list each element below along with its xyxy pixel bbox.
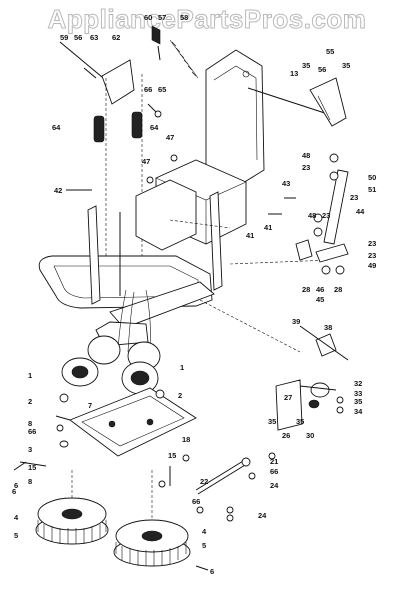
handle-assembly — [205, 49, 349, 245]
callout-label: 23 — [368, 239, 376, 248]
callout-label: 26 — [282, 431, 290, 440]
callout-label: 8 — [28, 419, 32, 428]
callout-label: 27 — [284, 393, 292, 402]
callout-label: 15 — [168, 451, 176, 460]
callout-label: 35 — [296, 417, 304, 426]
callout-label: 57 — [158, 13, 166, 22]
callout-label: 59 — [60, 33, 68, 42]
motor-assembly — [61, 335, 251, 495]
callout-label: 32 — [354, 379, 362, 388]
callout-label: 41 — [264, 223, 272, 232]
callout-label: 5 — [14, 531, 18, 540]
springs — [59, 25, 199, 300]
callout-label: 23 — [302, 163, 310, 172]
callout-label: 23 — [322, 211, 330, 220]
callout-label: 42 — [54, 186, 62, 195]
callout-label: 5 — [202, 541, 206, 550]
callout-label: 56 — [74, 33, 82, 42]
callout-label: 30 — [306, 431, 314, 440]
callout-label: 35 — [302, 61, 310, 70]
callout-label: 64 — [150, 123, 159, 132]
callout-label: 8 — [28, 477, 32, 486]
callout-label: 15 — [28, 463, 36, 472]
callout-label: 2 — [178, 391, 182, 400]
callout-label: 66 — [28, 427, 36, 436]
callout-label: 7 — [88, 401, 92, 410]
callout-labels: 59 56 63 60 57 58 62 66 65 64 64 47 47 4… — [12, 13, 376, 576]
linkage-parts — [275, 153, 349, 431]
callout-label: 2 — [28, 397, 32, 406]
hardware — [13, 103, 296, 571]
callout-label: 34 — [354, 407, 363, 416]
callout-label: 65 — [158, 85, 166, 94]
callout-label: 60 — [144, 13, 152, 22]
callout-label: 33 — [354, 389, 362, 398]
callout-label: 35 — [342, 61, 350, 70]
callout-label: 66 — [144, 85, 152, 94]
callout-label: 28 — [302, 285, 310, 294]
callout-label: 1 — [28, 371, 32, 380]
callout-label: 46 — [316, 285, 324, 294]
callout-label: 47 — [166, 133, 174, 142]
callout-label: 39 — [292, 317, 300, 326]
callout-label: 6 — [210, 567, 214, 576]
callout-label: 50 — [368, 173, 376, 182]
callout-label: 66 — [192, 497, 200, 506]
callout-label: 35 — [354, 397, 362, 406]
callout-label: 23 — [350, 193, 358, 202]
callout-label: 44 — [356, 207, 365, 216]
callout-label: 28 — [334, 285, 342, 294]
callout-label: 21 — [270, 457, 278, 466]
callout-label: 24 — [270, 481, 279, 490]
callout-label: 48 — [308, 211, 316, 220]
callout-label: 6 — [12, 487, 16, 496]
callout-label: 24 — [258, 511, 267, 520]
callout-label: 45 — [316, 295, 324, 304]
callout-label: 49 — [368, 261, 376, 270]
callout-label: 13 — [290, 69, 298, 78]
callout-label: 38 — [324, 323, 332, 332]
callout-label: 56 — [318, 65, 326, 74]
watermark-text: AppliancePartsPros.com — [48, 4, 367, 34]
callout-label: 64 — [52, 123, 61, 132]
callout-label: 3 — [28, 445, 32, 454]
callout-label: 4 — [202, 527, 207, 536]
callout-label: 58 — [180, 13, 188, 22]
callout-label: 51 — [368, 185, 376, 194]
callout-label: 55 — [326, 47, 334, 56]
callout-label: 6 — [14, 481, 18, 490]
callout-label: 63 — [90, 33, 98, 42]
main-frame — [38, 159, 331, 353]
callout-label: 62 — [112, 33, 120, 42]
callout-label: 22 — [200, 477, 208, 486]
callout-label: 1 — [180, 363, 184, 372]
callout-label: 35 — [268, 417, 276, 426]
callout-label: 43 — [282, 179, 290, 188]
callout-label: 48 — [302, 151, 310, 160]
callout-label: 4 — [14, 513, 19, 522]
callout-label: 41 — [246, 231, 254, 240]
callout-label: 23 — [368, 251, 376, 260]
callout-label: 47 — [142, 157, 150, 166]
brushes — [35, 470, 191, 567]
callout-label: 66 — [270, 467, 278, 476]
callout-label: 18 — [182, 435, 190, 444]
